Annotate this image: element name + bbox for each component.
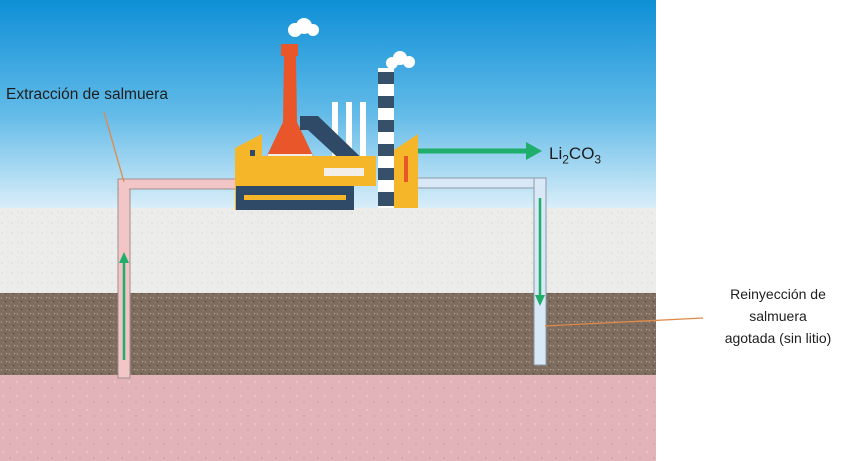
formula-li: Li <box>549 144 563 163</box>
product-formula-label: Li2CO3 <box>549 144 601 166</box>
down-flow-arrow-icon <box>535 198 545 306</box>
reinjection-label: Reinyección de salmuera agotada (sin lit… <box>700 283 856 349</box>
extraction-leader-line <box>103 111 125 183</box>
extraction-label: Extracción de salmuera <box>6 86 168 103</box>
formula-co: CO <box>568 144 595 163</box>
factory-icon <box>235 18 418 210</box>
soil-layer <box>0 293 656 375</box>
smoke-icon <box>288 18 415 69</box>
bedrock-layer <box>0 375 656 461</box>
up-flow-arrow-icon <box>119 252 129 360</box>
reinjection-leader-line <box>544 317 704 327</box>
reinjection-label-line-2: salmuera <box>749 308 807 324</box>
formula-sub-3: 3 <box>594 152 602 167</box>
reinjection-label-line-1: Reinyección de <box>730 286 826 302</box>
product-arrow-icon <box>418 142 542 160</box>
reinjection-label-line-3: agotada (sin litio) <box>724 330 832 346</box>
formula-sub-2: 2 <box>562 152 569 167</box>
sand-layer <box>0 208 656 293</box>
